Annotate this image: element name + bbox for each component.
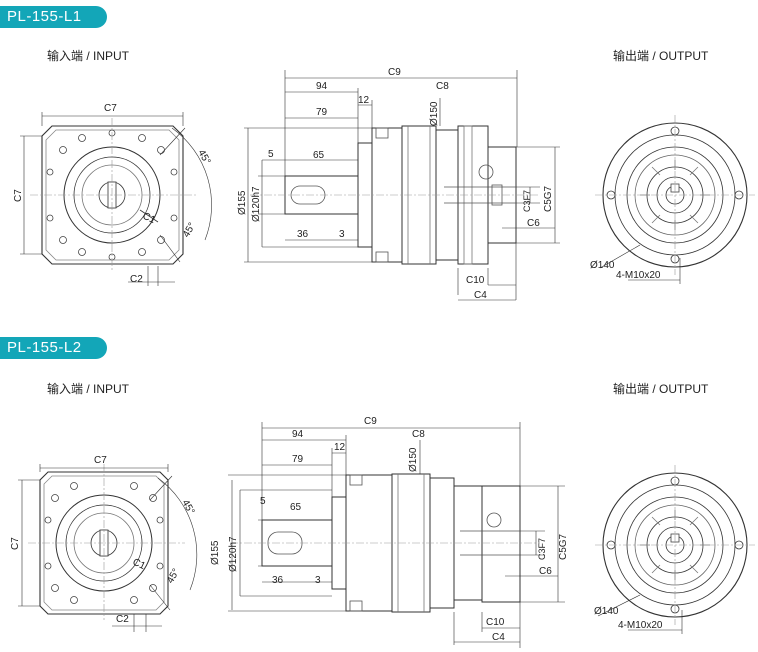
dim-c2: C2 — [130, 274, 143, 285]
dim-65: 65 — [290, 502, 302, 513]
dim-94: 94 — [292, 429, 304, 440]
dim-5: 5 — [260, 496, 266, 507]
dim-c6: C6 — [527, 218, 540, 229]
dim-c5: C5G7 — [543, 185, 554, 212]
output-label-l1: 输出端 / OUTPUT — [613, 49, 709, 63]
input-flange-view — [20, 112, 212, 286]
dim-45-a: 45° — [179, 498, 196, 517]
dim-c7-top: C7 — [94, 455, 107, 466]
dim-150: Ø150 — [429, 101, 440, 126]
model-tag-l2: PL-155-L2 — [0, 337, 107, 359]
dim-12: 12 — [358, 95, 370, 106]
dim-c4: C4 — [474, 290, 487, 301]
dim-155: Ø155 — [210, 540, 221, 565]
output-view — [595, 465, 755, 634]
dim-36: 36 — [272, 575, 284, 586]
dim-c8: C8 — [436, 81, 449, 92]
drawing-l1: C7 C7 C2 C1 45° 45° C9 94 C8 12 79 5 65 … — [13, 67, 755, 301]
side-view — [244, 70, 560, 301]
dim-c3: C3F7 — [522, 190, 532, 212]
dim-45-b: 45° — [181, 221, 198, 240]
dim-c8: C8 — [412, 429, 425, 440]
dim-65: 65 — [313, 150, 325, 161]
dim-c3: C3F7 — [537, 538, 547, 560]
input-label-l1: 输入端 / INPUT — [47, 49, 130, 63]
output-view — [595, 115, 755, 284]
output-label-l2: 输出端 / OUTPUT — [613, 382, 709, 396]
dim-79: 79 — [316, 107, 328, 118]
dim-3: 3 — [315, 575, 321, 586]
dim-94: 94 — [316, 81, 328, 92]
dim-36: 36 — [297, 229, 309, 240]
dim-45-a: 45° — [195, 148, 212, 167]
dim-c7-side: C7 — [13, 189, 24, 202]
dim-c10: C10 — [466, 275, 485, 286]
dim-c9: C9 — [364, 416, 377, 427]
dim-140: Ø140 — [590, 260, 615, 271]
dim-c5: C5G7 — [558, 533, 569, 560]
dim-m10: 4-M10x20 — [618, 620, 663, 631]
dim-12: 12 — [334, 442, 346, 453]
dim-c6: C6 — [539, 566, 552, 577]
dim-c1: C1 — [141, 211, 158, 227]
dim-155: Ø155 — [237, 190, 248, 215]
dim-c9: C9 — [388, 67, 401, 78]
dim-c1: C1 — [131, 557, 148, 573]
dim-120: Ø120h7 — [228, 536, 239, 572]
dim-c2: C2 — [116, 614, 129, 625]
input-flange-view — [18, 464, 198, 632]
dim-m10: 4-M10x20 — [616, 270, 661, 281]
dim-140: Ø140 — [594, 606, 619, 617]
dim-5: 5 — [268, 149, 274, 160]
dim-c4: C4 — [492, 632, 505, 643]
dim-120: Ø120h7 — [251, 186, 262, 222]
dim-79: 79 — [292, 454, 304, 465]
side-view — [228, 422, 565, 648]
input-label-l2: 输入端 / INPUT — [47, 382, 130, 396]
dim-c7-side: C7 — [10, 537, 21, 550]
dim-c7-top: C7 — [104, 103, 117, 114]
drawing-l2: C7 C7 C2 C1 45° 45° C9 94 C8 12 79 5 65 … — [10, 416, 755, 648]
dim-3: 3 — [339, 229, 345, 240]
dim-150: Ø150 — [408, 447, 419, 472]
dim-c10: C10 — [486, 617, 505, 628]
model-tag-l1: PL-155-L1 — [0, 6, 107, 28]
